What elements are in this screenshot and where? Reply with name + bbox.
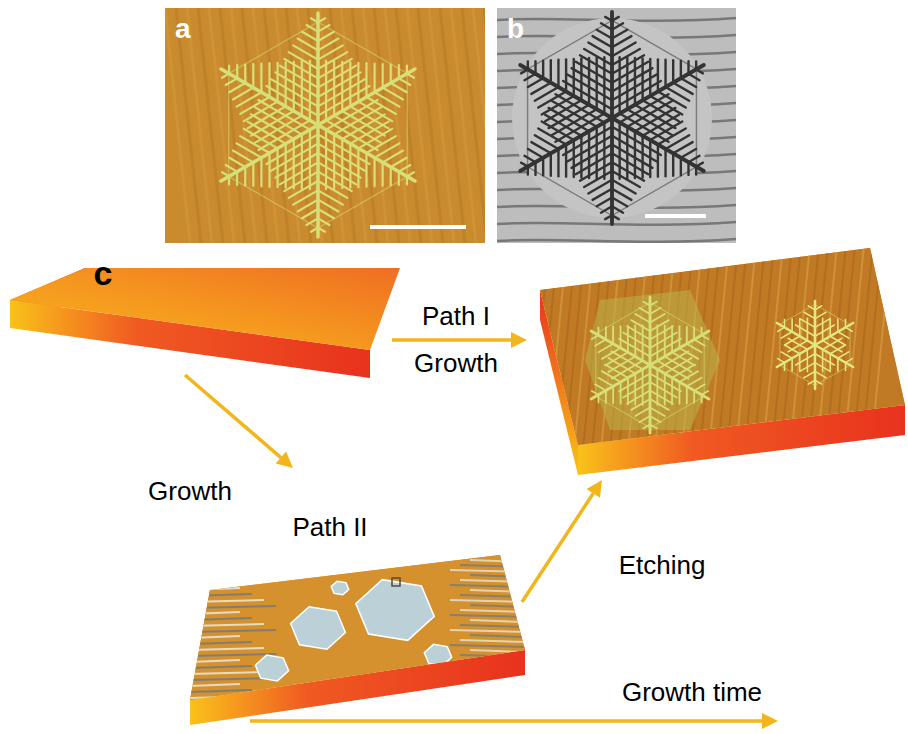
time-arrow <box>250 713 778 729</box>
path-label: Path I <box>422 302 490 332</box>
substrate-grown <box>520 240 908 475</box>
panel-letter: c <box>94 254 113 293</box>
graphene-island <box>291 607 346 649</box>
panel-letter: b <box>507 14 726 45</box>
image-panel: a <box>165 8 485 243</box>
micrograph-a <box>165 8 485 243</box>
graphene-island <box>255 655 288 681</box>
substrate <box>10 268 400 378</box>
dendrite <box>591 297 709 433</box>
image-panel: b <box>497 8 736 243</box>
path-arrow <box>522 480 602 602</box>
graphene-island <box>424 644 451 665</box>
path-label: Path II <box>292 513 367 543</box>
graphene-island <box>356 580 434 641</box>
dendrite <box>777 301 853 389</box>
step-label: Growth <box>148 477 232 507</box>
step-label: Etching <box>619 551 706 581</box>
scale-bar <box>370 225 466 229</box>
panel-letter: a <box>175 14 475 45</box>
axis-label: Growth time <box>622 678 762 708</box>
path-arrow <box>392 332 527 348</box>
graphene-island <box>331 581 349 595</box>
scale-bar <box>645 214 706 218</box>
path-arrow <box>185 375 293 468</box>
micrograph-b <box>497 8 736 243</box>
step-label: Growth <box>414 349 498 379</box>
dendrite <box>520 12 704 224</box>
substrate-etched <box>185 550 530 725</box>
dendrite <box>221 13 415 237</box>
